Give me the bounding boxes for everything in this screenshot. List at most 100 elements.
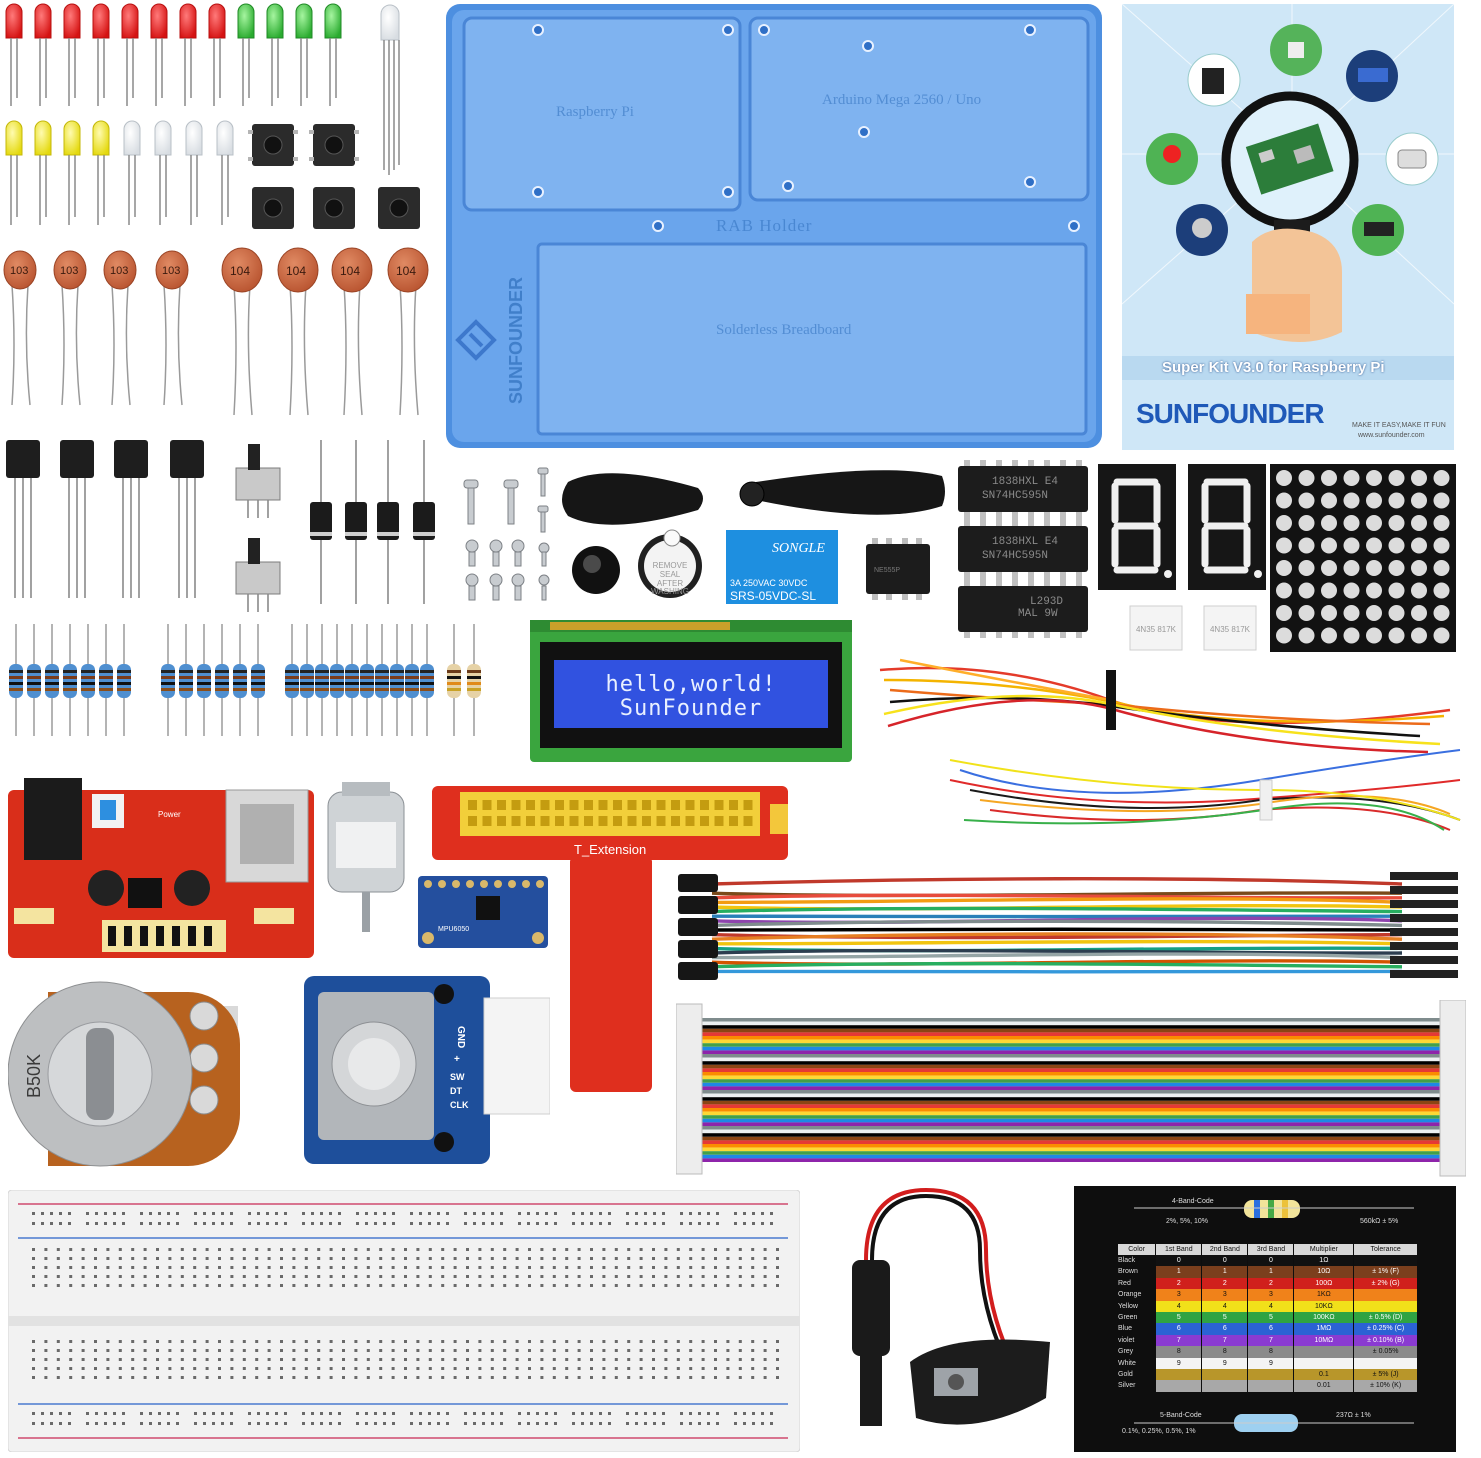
card-cell [1202,1380,1248,1392]
matrix-dot [1298,560,1315,576]
fan-blade [562,470,945,525]
matrix-dot [1298,470,1315,486]
card-cell: 10KΩ [1294,1300,1354,1312]
card-title-bottom: 5-Band-Code [1160,1412,1202,1419]
resistor [345,624,359,736]
matrix-dot [1388,515,1405,531]
manual-icons [1146,24,1439,256]
matrix-dot [1433,515,1450,531]
ribbon-cable [676,1000,1466,1177]
card-cell: Grey [1118,1348,1134,1356]
header-pin [584,816,593,826]
ribbon-strand [700,1054,1442,1058]
diodes [310,440,435,604]
card-cell: 1 [1202,1266,1248,1278]
card-cell: Green [1118,1313,1138,1321]
jumper-wires [879,658,1461,831]
header-pin [584,800,593,810]
matrix-dot [1343,605,1360,621]
ribbon-strand [700,1144,1442,1148]
header-pin [482,800,492,810]
card-cell: Brown [1118,1268,1138,1276]
matrix-dot [1433,492,1450,509]
card-cell: 6 [1202,1323,1248,1335]
dupont-connector [678,918,718,936]
matrix-dot [1388,582,1405,599]
card-cell: Black [1118,1257,1136,1264]
lcd-module: hello,world! SunFounder [530,620,852,762]
ne555-label: NE555P [874,567,900,574]
ribbon-strand [700,1050,1442,1054]
buzzer-line4: WASHING [651,587,689,596]
ribbon-strand [700,1068,1442,1072]
resistor [63,624,77,736]
header-pin [511,816,521,826]
ribbon-strand [700,1061,1442,1065]
matrix-dot [1321,537,1337,554]
header-pin [656,800,666,810]
header-pin [497,816,506,826]
card-header-cell: 2nd Band [1202,1244,1248,1255]
resistor [9,624,23,736]
resistor [315,624,329,736]
relay: SONGLE 3A 250VAC 30VDC SRS-05VDC-SL [726,530,838,604]
ribbon-strand [700,1093,1442,1098]
dupont-wire [711,961,1403,969]
card-cell: 4 [1248,1300,1294,1312]
resistor [390,624,404,736]
card-cell [1294,1357,1354,1369]
matrix-dot [1298,515,1315,531]
dc-motor [327,782,405,932]
encoder-pin-plus: + [454,1054,460,1065]
card-cell: 5 [1248,1311,1294,1324]
card-cell: ± 5% (J) [1354,1368,1417,1381]
matrix-dot [1298,582,1315,599]
dupont-wire [711,906,1403,914]
header-pin [526,816,535,826]
components-middle-center: REMOVE SEAL AFTER WASHING SONGLE 3A 250V… [463,467,945,604]
ic1-line2: SN74HC595N [982,490,1048,502]
matrix-dot [1388,605,1405,621]
rab-holder: Raspberry Pi Arduino Mega 2560 / Uno RAB… [446,4,1102,448]
opto-label: 4N35 817K [1136,625,1177,634]
ribbon-strand [700,1115,1442,1119]
resistor [81,624,95,736]
t-extension-board: T_Extension [432,786,788,1094]
card-cell: 8 [1202,1346,1248,1358]
header-pin [729,816,738,826]
dupont-connector [1390,900,1458,908]
card-bottom-note: 0.1%, 0.25%, 0.5%, 1% [1122,1428,1196,1435]
manual-title: Super Kit V3.0 for Raspberry Pi [1162,359,1385,376]
header-pin [555,816,564,826]
card-cell: ± 1% (F) [1354,1266,1417,1278]
seven-segment-displays [1098,464,1266,590]
dupont-wire [711,952,1403,960]
matrix-dot [1388,537,1405,554]
ribbon-strand [700,1018,1442,1022]
dupont-connector [678,962,718,980]
cap-label: 103 [10,265,28,277]
ribbon-strand [700,1100,1442,1105]
matrix-dot [1276,515,1292,531]
resistor [420,624,434,736]
buzzer-line2: SEAL [660,570,681,579]
matrix-dot [1366,605,1382,621]
card-cell: ± 0.25% (C) [1354,1323,1417,1335]
ribbon-strand [700,1118,1442,1123]
header-pin [613,816,622,826]
card-cell: ± 2% (G) [1354,1277,1417,1290]
matrix-dot [1411,492,1427,509]
dupont-wire [711,884,1403,891]
ribbon-strand [700,1154,1442,1159]
card-cell [1248,1368,1294,1381]
matrix-dot [1276,627,1292,644]
ribbon-strand [700,1028,1442,1033]
transistors [6,440,204,598]
matrix-dot [1321,605,1337,621]
ribbon-strand [700,1039,1442,1044]
ic-chips: 1838HXL E4 SN74HC595N 1838HXL E4 SN74HC5… [958,460,1088,638]
